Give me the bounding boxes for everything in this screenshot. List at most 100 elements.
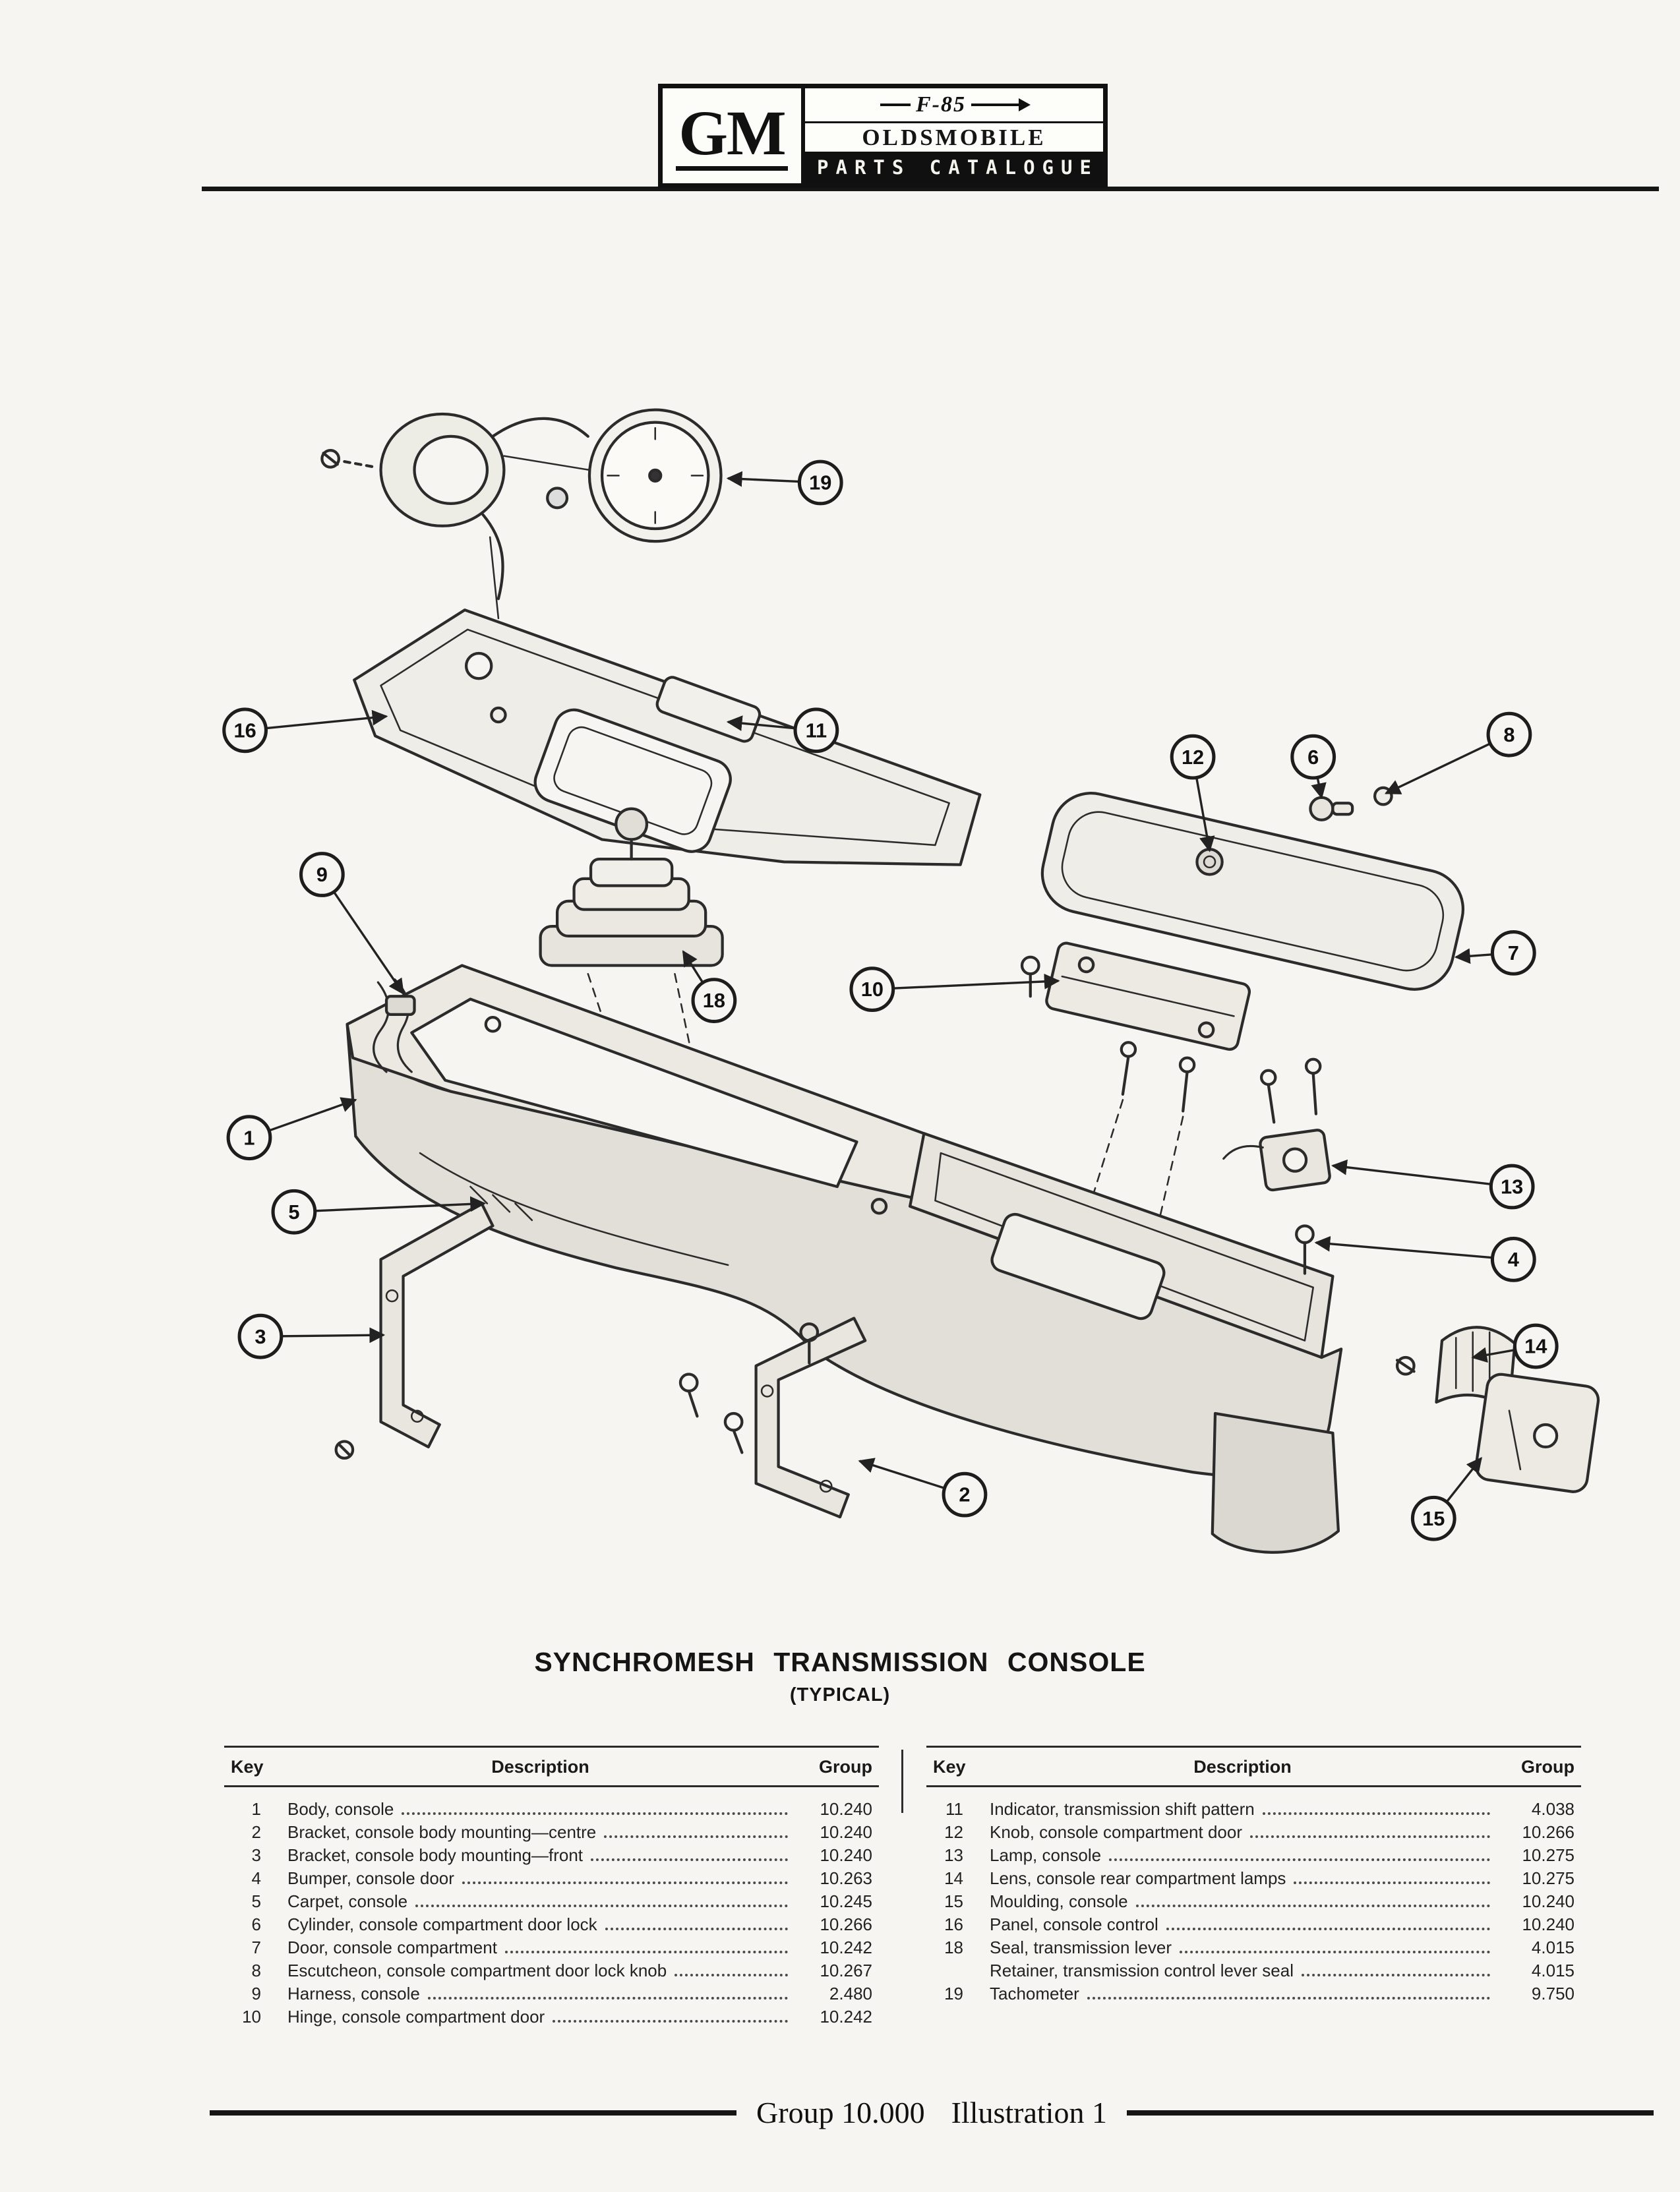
callout-leader-line (1314, 1235, 1491, 1259)
arrow-icon (971, 98, 1031, 111)
centre-mounting-bracket (678, 1317, 867, 1519)
table-row: Retainer, transmission control lever sea… (926, 1959, 1581, 1982)
part-key: 8 (251, 1961, 261, 1980)
console-lamp (1222, 1057, 1331, 1192)
rear-moulding (1474, 1373, 1600, 1493)
gm-logo: GM (663, 88, 805, 183)
lock-escutcheon (1373, 786, 1393, 806)
part-key: 14 (944, 1868, 963, 1888)
part-description: Body, console (287, 1799, 394, 1819)
part-description: Door, console compartment (287, 1938, 497, 1957)
part-key: 6 (251, 1914, 261, 1934)
footer-group-label: Group 10.000 (756, 2096, 925, 2129)
callout-number: 13 (1501, 1175, 1523, 1199)
part-group: 4.015 (1531, 1961, 1575, 1980)
part-group: 10.242 (820, 1938, 872, 1957)
callout-number: 5 (288, 1200, 299, 1224)
callout-circle (849, 966, 895, 1013)
part-group: 10.245 (820, 1891, 872, 1911)
part-description: Seal, transmission lever (990, 1938, 1172, 1957)
callout-leader-line (270, 1097, 357, 1131)
column-header-key: Key (933, 1757, 966, 1777)
callout-leader-line (316, 1196, 487, 1212)
callout-leader-line (334, 892, 404, 995)
callout-circle (1490, 1237, 1536, 1282)
part-key: 16 (944, 1914, 963, 1934)
part-description: Hinge, console compartment door (287, 2007, 545, 2027)
part-key: 12 (944, 1822, 963, 1842)
part-group: 9.750 (1531, 1984, 1575, 2003)
page-subtitle: (TYPICAL) (789, 1684, 891, 1705)
door-bumper (1295, 1224, 1315, 1275)
part-description: Knob, console compartment door (990, 1822, 1242, 1842)
header-rule (202, 187, 1659, 191)
dot-leader (504, 1951, 788, 1953)
part-group: 10.275 (1522, 1845, 1575, 1865)
callout-number: 10 (861, 978, 884, 1001)
part-group: 10.266 (820, 1914, 872, 1934)
callout-leader-line (1331, 1159, 1490, 1185)
part-description: Bumper, console door (287, 1868, 454, 1888)
dot-leader (402, 1812, 788, 1815)
part-description: Tachometer (990, 1984, 1079, 2003)
brand-name: OLDSMOBILE (862, 124, 1046, 150)
table-header: Key Description Group (224, 1746, 879, 1787)
brand-panel: F-85 OLDSMOBILE PARTS CATALOGUE (805, 88, 1103, 183)
callout-circle (1486, 711, 1532, 757)
dot-leader (553, 2020, 788, 2023)
callout-leader-line (682, 950, 704, 982)
part-description: Moulding, console (990, 1891, 1128, 1911)
part-key: 1 (251, 1799, 261, 1819)
part-description: Lens, console rear compartment lamps (990, 1868, 1286, 1888)
footer-rule-left (210, 2110, 737, 2116)
part-description: Harness, console (287, 1984, 420, 2003)
dot-leader (427, 1997, 788, 1999)
door-lock-cylinder (1309, 786, 1393, 821)
part-key: 3 (251, 1845, 261, 1865)
column-header-key: Key (231, 1757, 264, 1777)
callout-leader-line (1447, 1457, 1482, 1502)
callout-leader-line (1195, 779, 1215, 852)
column-header-group: Group (819, 1757, 872, 1777)
dot-leader (1166, 1928, 1490, 1930)
part-key: 4 (251, 1868, 261, 1888)
door-hinge (1020, 941, 1251, 1258)
callout-number: 2 (959, 1483, 970, 1506)
callout-number: 7 (1508, 941, 1519, 964)
part-description: Bracket, console body mounting—front (287, 1845, 584, 1865)
callout-leader-line (1311, 779, 1327, 800)
arrow-tail-icon (880, 104, 911, 106)
gm-logo-text: GM (676, 101, 788, 171)
part-key: 18 (944, 1938, 963, 1957)
dot-leader (415, 1905, 788, 1907)
front-mounting-bracket (334, 1202, 495, 1460)
part-description: Carpet, console (287, 1891, 408, 1911)
callout-circle (691, 978, 737, 1023)
callout-circle (226, 1115, 272, 1161)
callout-circle (1489, 1164, 1535, 1210)
dot-leader (591, 1858, 788, 1861)
dot-leader (1109, 1858, 1490, 1861)
part-group: 10.242 (820, 2007, 872, 2027)
part-group: 10.240 (1522, 1891, 1575, 1911)
dot-leader (1135, 1905, 1490, 1907)
callout-number: 3 (255, 1325, 266, 1348)
parts-tables: Key Description Group 1 Body, console 10.2… (224, 1746, 1581, 2029)
callout-number: 15 (1422, 1507, 1445, 1530)
part-group: 10.240 (820, 1822, 872, 1842)
part-description: Lamp, console (990, 1845, 1102, 1865)
dot-leader (1180, 1951, 1490, 1953)
callout-leader-line (1384, 743, 1490, 794)
shift-boot (539, 807, 724, 1096)
part-key: 10 (242, 2007, 261, 2027)
model-name: F-85 (916, 92, 966, 117)
